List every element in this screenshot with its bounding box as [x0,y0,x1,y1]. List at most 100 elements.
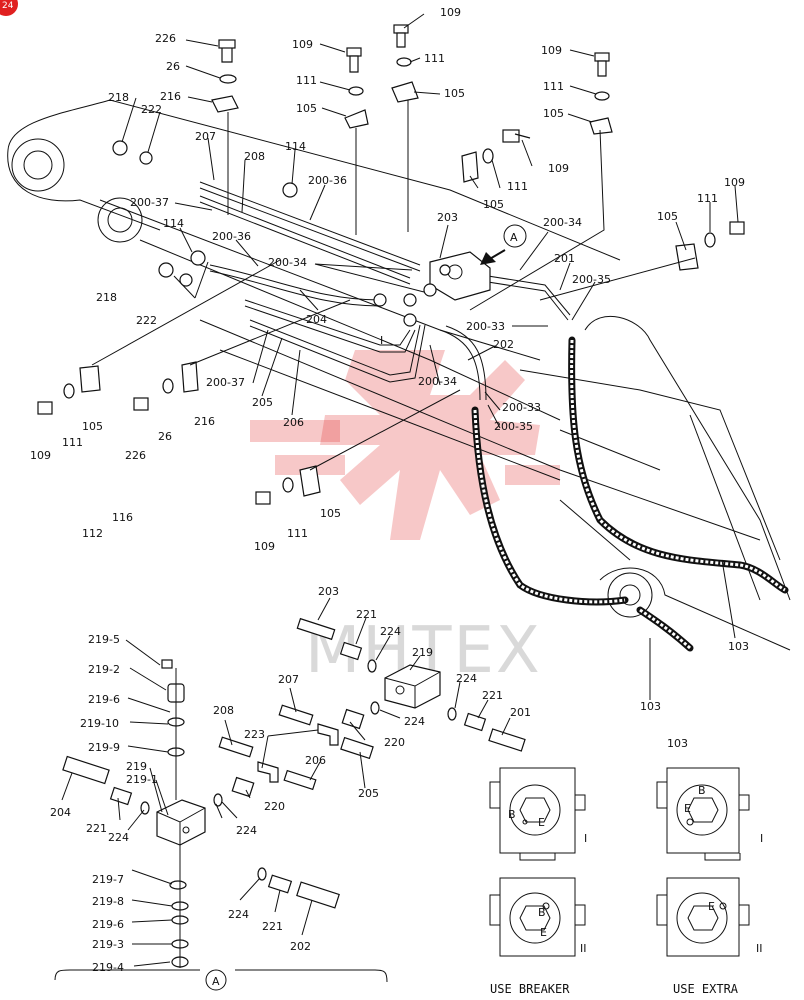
part-label-200-37a: 200-37 [130,196,169,209]
roman-i-breaker: I [584,832,587,845]
detail-panel-breaker-i: B E [489,767,586,861]
part-label-219-3: 219-3 [92,938,124,951]
svg-text:E: E [538,816,545,829]
flex-hoses [471,336,789,652]
exploded-leaders [61,597,511,967]
part-label-218a: 218 [108,91,129,104]
svg-text:E: E [708,900,715,913]
part-label-200-34c: 200-34 [418,375,457,388]
part-label-223a: 223 [244,728,265,741]
part-label-202b: 202 [290,940,311,953]
part-label-220b: 220 [264,800,285,813]
part-label-105g: 105 [320,507,341,520]
part-label-109a: 109 [292,38,313,51]
part-label-103b: 103 [640,700,661,713]
part-label-114a: 114 [285,140,306,153]
part-label-105d: 105 [483,198,504,211]
part-label-200-35a: 200-35 [572,273,611,286]
part-label-200-35b: 200-35 [494,420,533,433]
part-label-224c: 224 [404,715,425,728]
part-label-109f: 109 [30,449,51,462]
part-label-221d: 221 [262,920,283,933]
part-label-109c: 109 [541,44,562,57]
part-label-208b: 208 [213,704,234,717]
part-label-219a: 219 [412,646,433,659]
part-label-201b: 201 [510,706,531,719]
part-label-216b: 216 [194,415,215,428]
svg-text:E: E [540,926,547,939]
part-number-labels: 226 26 216 218 222 207 208 114 200-37 200-36 109 11… [30,6,749,974]
svg-text:B: B [538,906,546,919]
detail-code-label: 103 [667,737,688,750]
callout-a: A [480,224,527,265]
roman-i-extra: I [760,832,763,845]
part-label-109d: 109 [548,162,569,175]
part-label-219-7: 219-7 [92,873,124,886]
part-label-221b: 221 [482,689,503,702]
part-label-224f: 224 [228,908,249,921]
leader-lines [91,13,739,700]
part-label-207b: 207 [278,673,299,686]
svg-text:B: B [508,808,516,821]
part-label-220a: 220 [384,736,405,749]
part-label-111e: 111 [697,192,718,205]
part-label-216a: 216 [160,90,181,103]
part-label-200-37b: 200-37 [206,376,245,389]
part-label-26a: 26 [166,60,180,73]
part-label-111c: 111 [543,80,564,93]
part-label-105e: 105 [657,210,678,223]
part-label-221c: 221 [86,822,107,835]
part-label-200-34a: 200-34 [543,216,582,229]
part-label-109g: 109 [254,540,275,553]
roman-ii-extra: II [756,942,763,955]
part-label-105c: 105 [543,107,564,120]
part-label-226b: 226 [125,449,146,462]
part-label-206a: 206 [283,416,304,429]
part-label-111g: 111 [287,527,308,540]
part-label-111f: 111 [62,436,83,449]
part-label-219b: 219 [126,760,147,773]
part-label-206b: 206 [305,754,326,767]
part-label-222a: 222 [141,103,162,116]
part-label-207a: 207 [195,130,216,143]
part-label-219-4: 219-4 [92,961,124,974]
part-label-116a: 116 [112,511,133,524]
part-label-109b: 109 [440,6,461,19]
detail-panel-extra-ii: E [656,877,750,957]
corner-badge: 24 [0,0,18,16]
part-label-204a: 204 [306,313,327,326]
part-label-205b: 205 [358,787,379,800]
clamp-parts [37,24,745,505]
part-label-200-36a: 200-36 [308,174,347,187]
exploded-parts [54,617,526,991]
part-label-202a: 202 [493,338,514,351]
part-label-218b: 218 [96,291,117,304]
part-label-203b: 203 [318,585,339,598]
part-label-105b: 105 [444,87,465,100]
section-a-label: A [212,975,220,988]
part-label-200-33a: 200-33 [466,320,505,333]
part-label-111d: 111 [507,180,528,193]
roman-ii-breaker: II [580,942,587,955]
part-label-111a: 111 [296,74,317,87]
corner-badge-text: 24 [2,1,14,11]
part-label-112a: 112 [82,527,103,540]
part-label-222b: 222 [136,314,157,327]
part-label-201a: 201 [554,252,575,265]
part-label-219-6b: 219-6 [92,918,124,931]
part-label-224b: 224 [456,672,477,685]
svg-text:E: E [684,802,691,815]
part-label-219-2: 219-2 [88,663,120,676]
callout-a-text: A [510,231,518,244]
valve-port-mark: I [380,334,383,347]
part-label-200-34b: 200-34 [268,256,307,269]
part-label-111b: 111 [424,52,445,65]
part-label-200-33b: 200-33 [502,401,541,414]
part-label-224e: 224 [236,824,257,837]
part-label-114b: 114 [163,217,184,230]
part-label-103a: 103 [728,640,749,653]
part-label-219-5: 219-5 [88,633,120,646]
part-label-219-9: 219-9 [88,741,120,754]
caption-use-breaker: USE BREAKER [490,982,570,996]
